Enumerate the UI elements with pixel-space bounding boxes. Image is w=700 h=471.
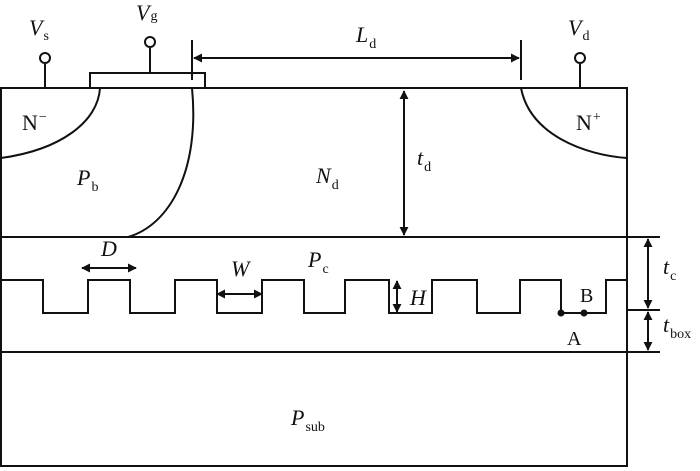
ld-label: Ld — [355, 22, 376, 52]
device-outline — [0, 87, 628, 467]
point-a-label: A — [567, 328, 582, 350]
psub-label: Psub — [290, 405, 325, 435]
body-region-boundary — [127, 87, 195, 238]
gate-terminal-label: Vg — [136, 0, 157, 25]
n-minus-label: N− — [22, 110, 47, 135]
tc-label: tc — [663, 254, 676, 284]
source-terminal-label: Vs — [29, 15, 49, 44]
tbox-label: tbox — [663, 312, 691, 342]
gate-electrode — [89, 72, 206, 89]
drain-terminal-label: Vd — [568, 15, 589, 44]
source-region-boundary — [0, 87, 101, 159]
source-terminal-icon — [39, 52, 51, 64]
pc-label: Pc — [307, 247, 329, 277]
point-b-marker — [580, 309, 588, 317]
trench-profile — [1, 279, 627, 314]
d-label: D — [100, 236, 117, 261]
h-label: H — [409, 285, 427, 310]
point-a-marker — [557, 309, 565, 317]
gate-terminal-icon — [144, 36, 156, 48]
n-plus-label: N+ — [576, 110, 601, 135]
drain-terminal-icon — [574, 52, 586, 64]
w-label: W — [231, 256, 251, 281]
drain-region-boundary — [520, 87, 628, 159]
nd-label: Nd — [315, 163, 339, 193]
td-label: td — [417, 145, 431, 175]
pb-label: Pb — [76, 165, 98, 195]
point-b-label: B — [580, 285, 593, 307]
